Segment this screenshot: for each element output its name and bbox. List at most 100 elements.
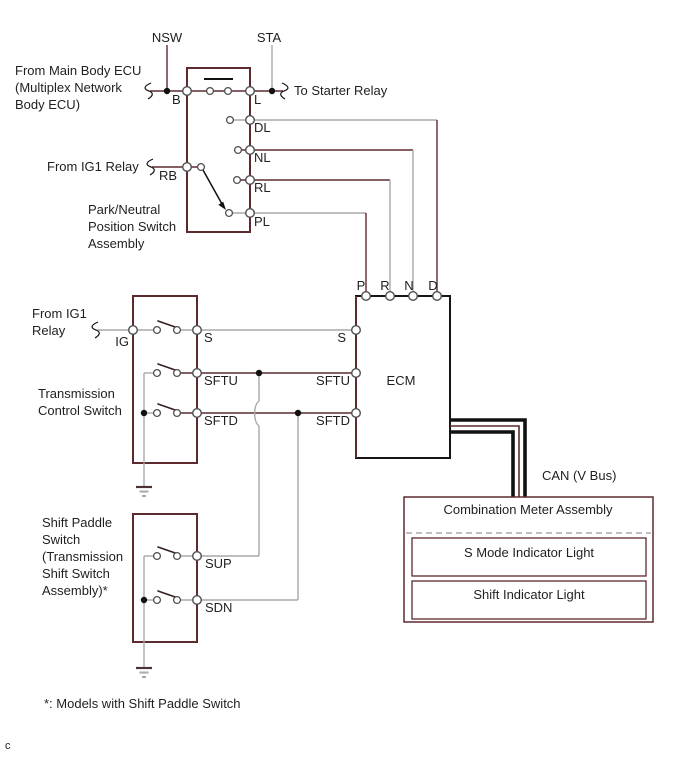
terminal-ecm-d xyxy=(432,291,443,302)
nsw-junction-dot xyxy=(163,87,171,95)
shift-paddle-switch-box xyxy=(132,513,198,643)
contact-rb xyxy=(196,162,206,172)
contact-tcs-s-1 xyxy=(152,325,162,335)
label-pn-assembly-3: Assembly xyxy=(88,236,145,251)
terminal-b xyxy=(181,85,192,96)
label-tcs-name-2: Control Switch xyxy=(38,403,122,418)
terminal-dl xyxy=(244,114,255,125)
sftd-junction-dot xyxy=(294,409,302,417)
label-footnote: *: Models with Shift Paddle Switch xyxy=(44,696,241,711)
label-shift-indicator: Shift Indicator Light xyxy=(473,587,585,602)
contact-nl xyxy=(233,145,243,155)
label-from-ig1-relay2-1: From IG1 xyxy=(32,306,87,321)
terminal-ecm-sftu xyxy=(351,368,362,379)
s-mode-indicator-box xyxy=(411,537,647,577)
label-ecm-p: P xyxy=(357,278,366,293)
label-sps-name-2: Switch xyxy=(42,532,80,547)
label-meter-title: Combination Meter Assembly xyxy=(443,502,613,517)
contact-tcs-sftu-2 xyxy=(172,368,182,378)
label-terminal-dl: DL xyxy=(254,120,271,135)
terminal-nl xyxy=(244,144,255,155)
contact-tcs-sftd-1 xyxy=(152,408,162,418)
contact-pl xyxy=(224,208,234,218)
terminal-sup xyxy=(191,551,202,562)
label-terminal-sup: SUP xyxy=(205,556,232,571)
terminal-ecm-sftd xyxy=(351,408,362,419)
label-from-ig1-relay: From IG1 Relay xyxy=(47,159,139,174)
label-from-ig1-relay2-2: Relay xyxy=(32,323,66,338)
tcs-ground-junction-dot xyxy=(140,409,148,417)
terminal-rl xyxy=(244,174,255,185)
label-sps-name-5: Assembly)* xyxy=(42,583,108,598)
label-tcs-sftu: SFTU xyxy=(204,373,238,388)
connector-squiggle-rb xyxy=(146,158,155,176)
transmission-control-switch-box xyxy=(132,295,198,464)
sps-ground-junction-dot xyxy=(140,596,148,604)
label-ecm-d: D xyxy=(428,278,437,293)
contact-sdn-1 xyxy=(152,595,162,605)
label-terminal-l: L xyxy=(254,92,261,107)
label-from-main-body-ecu-2: (Multiplex Network xyxy=(15,80,122,95)
label-can-bus: CAN (V Bus) xyxy=(542,468,616,483)
label-terminal-rl: RL xyxy=(254,180,271,195)
terminal-tcs-sftd xyxy=(191,408,202,419)
contact-tcs-sftd-2 xyxy=(172,408,182,418)
label-terminal-pl: PL xyxy=(254,214,270,229)
label-from-main-body-ecu-1: From Main Body ECU xyxy=(15,63,141,78)
contact-tcs-s-2 xyxy=(172,325,182,335)
can-bus xyxy=(450,418,527,497)
contact-tcs-sftu-1 xyxy=(152,368,162,378)
terminal-sdn xyxy=(191,595,202,606)
sta-junction-dot xyxy=(268,87,276,95)
terminal-l xyxy=(244,85,255,96)
label-s-mode-indicator: S Mode Indicator Light xyxy=(464,545,594,560)
label-sps-name-3: (Transmission xyxy=(42,549,123,564)
terminal-ig xyxy=(127,325,138,336)
terminal-pl xyxy=(244,207,255,218)
contact-rl xyxy=(232,175,242,185)
label-tcs-name-1: Transmission xyxy=(38,386,115,401)
rb-selector-arm xyxy=(202,169,223,205)
label-terminal-sdn: SDN xyxy=(205,600,232,615)
contact-nsw-2 xyxy=(223,86,233,96)
label-sps-name-4: Shift Switch xyxy=(42,566,110,581)
label-ecm-sftu: SFTU xyxy=(316,373,350,388)
label-terminal-b: B xyxy=(172,92,181,107)
connector-squiggle-starter xyxy=(280,82,289,100)
connector-squiggle-b xyxy=(144,82,153,100)
label-tcs-sftd: SFTD xyxy=(204,413,238,428)
ground-symbol-sps xyxy=(136,666,152,678)
wire-crossover-hop xyxy=(253,400,260,427)
label-ecm-r: R xyxy=(380,278,389,293)
label-pn-assembly-2: Position Switch xyxy=(88,219,176,234)
label-ecm: ECM xyxy=(387,373,416,388)
contact-sup-2 xyxy=(172,551,182,561)
terminal-tcs-sftu xyxy=(191,368,202,379)
label-terminal-rb: RB xyxy=(159,168,177,183)
label-ecm-s: S xyxy=(337,330,346,345)
terminal-ecm-s xyxy=(351,325,362,336)
terminal-rb xyxy=(181,161,192,172)
connector-squiggle-ig xyxy=(91,321,100,339)
ground-symbol-tcs xyxy=(136,485,152,497)
label-sta: STA xyxy=(257,30,282,45)
terminal-ecm-n xyxy=(408,291,419,302)
contact-dl xyxy=(225,115,235,125)
terminal-ecm-p xyxy=(361,291,372,302)
label-tcs-s: S xyxy=(204,330,213,345)
contact-sup-1 xyxy=(152,551,162,561)
contact-nsw-1 xyxy=(205,86,215,96)
terminal-ecm-r xyxy=(385,291,396,302)
label-to-starter-relay: To Starter Relay xyxy=(294,83,388,98)
label-terminal-nl: NL xyxy=(254,150,271,165)
label-pn-assembly-1: Park/Neutral xyxy=(88,202,160,217)
label-terminal-ig: IG xyxy=(115,334,129,349)
contact-sdn-2 xyxy=(172,595,182,605)
label-from-main-body-ecu-3: Body ECU) xyxy=(15,97,80,112)
page-marker: c xyxy=(5,740,11,752)
shift-indicator-box xyxy=(411,580,647,620)
terminal-tcs-s xyxy=(191,325,202,336)
label-ecm-sftd: SFTD xyxy=(316,413,350,428)
